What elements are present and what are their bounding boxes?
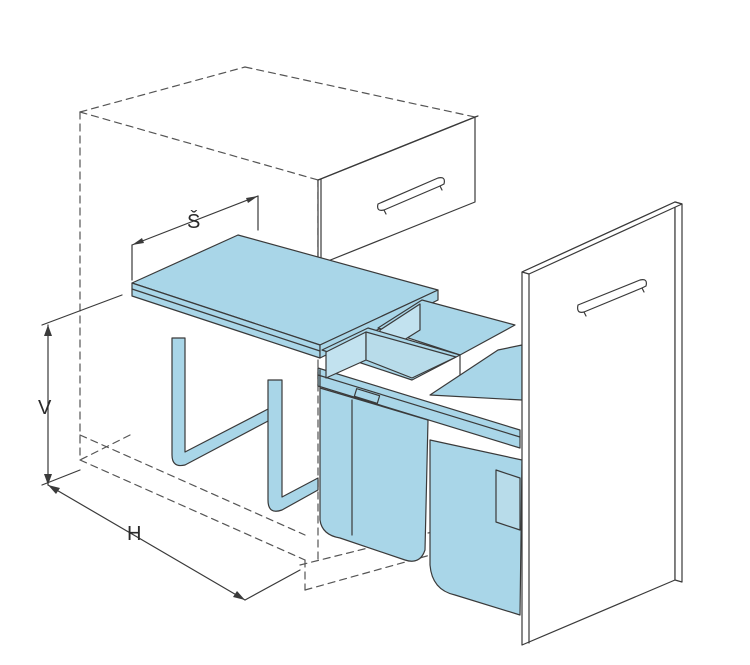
top-drawer bbox=[317, 115, 479, 266]
top-drawer-handle-icon bbox=[377, 177, 445, 215]
door-handle-icon bbox=[577, 279, 647, 317]
bin-front-left bbox=[319, 327, 461, 562]
dimension-height bbox=[41, 294, 123, 486]
front-door-panel bbox=[521, 201, 683, 646]
dimension-width bbox=[131, 195, 259, 281]
frame-legs bbox=[171, 337, 319, 512]
dimension-depth bbox=[47, 484, 301, 601]
depth-label: H bbox=[127, 523, 141, 545]
bin-large-right bbox=[429, 344, 523, 616]
slide-rail bbox=[317, 367, 521, 449]
height-label: V bbox=[38, 397, 52, 419]
width-label: Š bbox=[187, 210, 200, 233]
